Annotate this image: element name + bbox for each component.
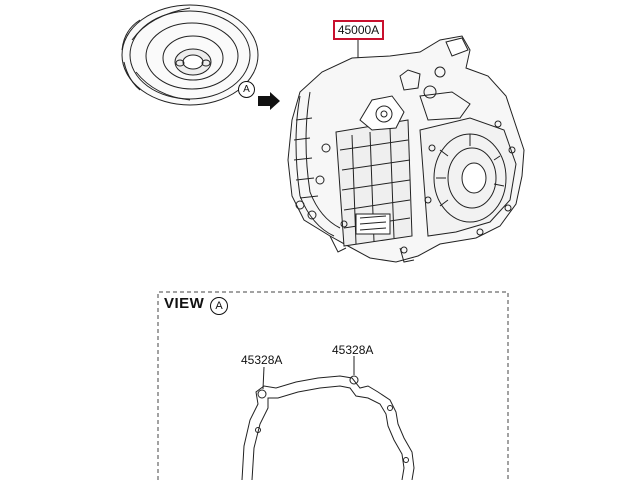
- part-number-label: 45000A: [337, 23, 380, 37]
- view-section-frame: [157, 291, 509, 480]
- view-title-letter: A: [215, 300, 223, 312]
- view-title: VIEW: [164, 295, 204, 312]
- gasket-label-left: 45328A: [241, 353, 283, 367]
- view-a-marker: A: [238, 81, 255, 98]
- view-title-text: VIEW: [164, 295, 205, 312]
- gasket-label-right: 45328A: [332, 343, 374, 357]
- view-a-arrow: [258, 92, 280, 110]
- transmission-assembly-illustration: [287, 35, 525, 263]
- torque-converter-illustration: [121, 4, 259, 106]
- gasket-outline: [241, 375, 415, 481]
- gasket-leader-left: [262, 366, 265, 390]
- part-number-box: 45000A: [333, 20, 384, 40]
- view-a-marker-letter: A: [243, 84, 250, 95]
- view-title-circle: A: [210, 297, 228, 315]
